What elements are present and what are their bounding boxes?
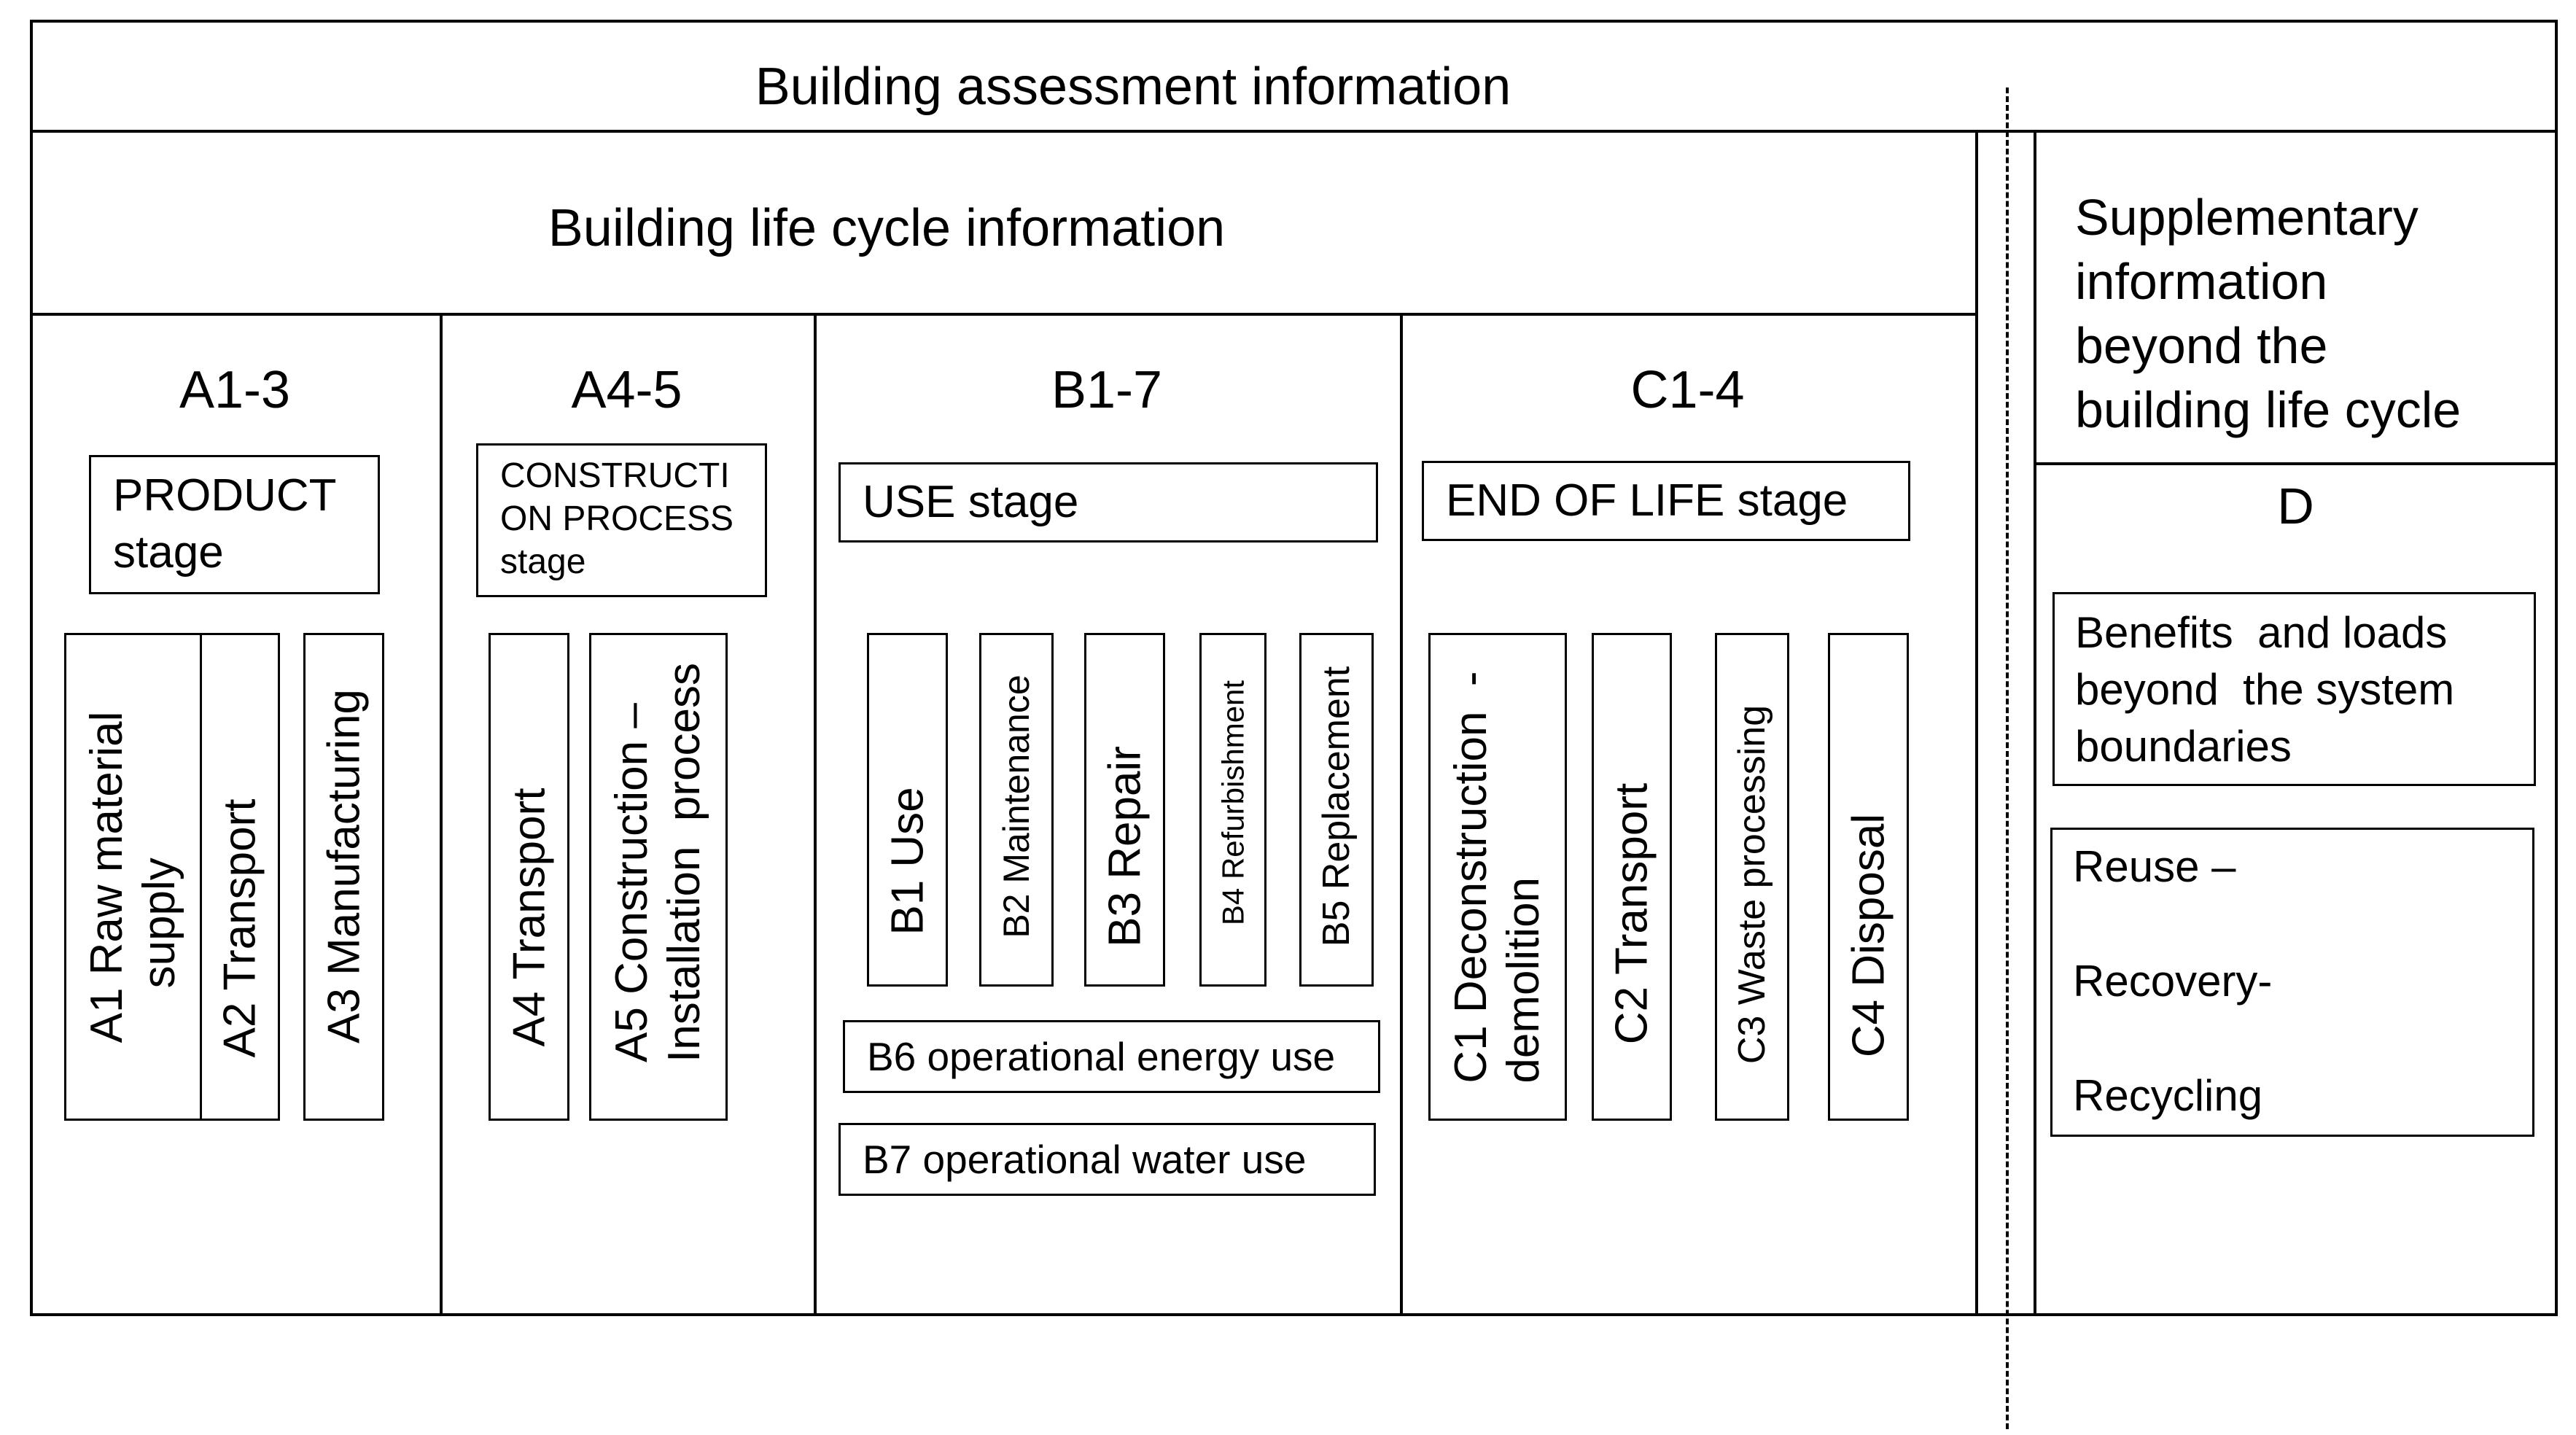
module-label-line: supply [134, 857, 184, 988]
supplementary-title: Supplementary information beyond the bui… [2075, 185, 2461, 442]
frame-top-line [30, 20, 2558, 23]
module-b2: B2 Maintenance [979, 633, 1054, 987]
benefits-line: beyond the system [2075, 665, 2455, 714]
stage-name-line: stage [113, 527, 224, 578]
supplementary-title-line: information [2075, 253, 2328, 310]
module-a4: A4 Transport [489, 633, 569, 1121]
module-c2-label: C2 Transport [1606, 782, 1657, 1044]
module-a1: A1 Raw material supply [64, 633, 203, 1121]
stage-divider-2 [814, 313, 817, 1316]
module-a1-label: A1 Raw material supply [81, 711, 186, 1043]
lifecycle-header-divider [30, 313, 1978, 316]
frame-bottom-line [30, 1313, 2558, 1316]
module-c1: C1 Deconstruction - demolition [1428, 633, 1567, 1121]
module-label-line: A1 Raw material [82, 711, 132, 1043]
module-b3-label: B3 Repair [1099, 745, 1150, 947]
module-c4: C4 Disposal [1828, 633, 1909, 1121]
lifecycle-right-border [1975, 130, 1978, 1316]
product-stage-label: PRODUCT stage [113, 467, 337, 581]
benefits-line: boundaries [2075, 722, 2292, 771]
assessment-title: Building assessment information [755, 58, 1511, 116]
module-c1-label: C1 Deconstruction - demolition [1445, 671, 1550, 1083]
benefits-loads-text: Benefits and loads beyond the system bou… [2075, 604, 2454, 775]
stage-name-line: ON PROCESS [500, 499, 734, 538]
stage-name-line: PRODUCT [113, 470, 337, 521]
supplementary-divider [2034, 462, 2558, 465]
dashed-separator [2006, 88, 2009, 1429]
module-a4-label: A4 Transport [503, 788, 554, 1046]
frame-left-line [30, 20, 33, 1316]
stage-code-a1-3: A1-3 [179, 361, 291, 419]
end-of-life-stage-label: END OF LIFE stage [1446, 475, 1848, 526]
module-label-line: A5 Construction – [607, 702, 657, 1062]
lifecycle-title: Building life cycle information [548, 199, 1226, 257]
module-c2: C2 Transport [1592, 633, 1672, 1121]
module-c4-label: C4 Disposal [1842, 813, 1894, 1057]
stage-code-b1-7: B1-7 [1051, 361, 1163, 419]
construction-stage-box: CONSTRUCTI ON PROCESS stage [476, 443, 767, 597]
stage-divider-3 [1400, 313, 1403, 1316]
module-b5: B5 Replacement [1299, 633, 1374, 987]
module-d-code: D [2277, 478, 2314, 534]
module-label-line: C1 Deconstruction - [1446, 670, 1496, 1084]
benefits-loads-box: Benefits and loads beyond the system bou… [2052, 592, 2536, 786]
stage-code-a4-5: A4-5 [571, 361, 682, 419]
module-a3-label: A3 Manufacturing [318, 688, 369, 1043]
module-b6: B6 operational energy use [843, 1020, 1380, 1093]
module-a5: A5 Construction – Installation process [589, 633, 728, 1121]
reuse-line: Reuse – [2073, 842, 2236, 891]
module-a3: A3 Manufacturing [303, 633, 384, 1121]
reuse-recovery-box: Reuse – Recovery- Recycling [2050, 828, 2534, 1137]
module-c3-label: C3 Waste processing [1730, 704, 1773, 1064]
module-b5-label: B5 Replacement [1315, 666, 1358, 946]
module-b1-label: B1 Use [882, 786, 933, 936]
supplementary-title-line: Supplementary [2075, 189, 2419, 246]
module-b1: B1 Use [867, 633, 948, 987]
module-b6-label: B6 operational energy use [867, 1034, 1336, 1079]
reuse-line: Recycling [2073, 1071, 2263, 1120]
product-stage-box: PRODUCT stage [89, 455, 380, 594]
end-of-life-stage-box: END OF LIFE stage [1422, 461, 1910, 541]
assessment-header-divider [30, 130, 2558, 133]
use-stage-label: USE stage [863, 477, 1079, 527]
construction-stage-label: CONSTRUCTI ON PROCESS stage [500, 454, 734, 583]
benefits-line: Benefits and loads [2075, 608, 2448, 657]
module-b7-label: B7 operational water use [863, 1137, 1307, 1182]
module-label-line: Installation process [659, 662, 709, 1062]
module-b4: B4 Refurbishment [1199, 633, 1266, 987]
module-a2: A2 Transport [200, 633, 280, 1121]
reuse-line: Recovery- [2073, 957, 2273, 1006]
stage-name-line: stage [500, 542, 586, 581]
module-b4-label: B4 Refurbishment [1215, 680, 1250, 925]
supplementary-left-border [2034, 130, 2036, 1316]
stage-divider-1 [440, 313, 443, 1316]
module-c3: C3 Waste processing [1715, 633, 1789, 1121]
reuse-recovery-text: Reuse – Recovery- Recycling [2073, 809, 2272, 1153]
module-a2-label: A2 Transport [214, 798, 265, 1057]
module-b2-label: B2 Maintenance [996, 674, 1037, 938]
module-a5-label: A5 Construction – Installation process [606, 663, 711, 1062]
module-label-line: demolition [1498, 876, 1549, 1084]
stage-code-c1-4: C1-4 [1630, 361, 1745, 419]
use-stage-box: USE stage [838, 462, 1378, 542]
module-b7: B7 operational water use [838, 1123, 1376, 1196]
module-b3: B3 Repair [1084, 633, 1165, 987]
stage-name-line: CONSTRUCTI [500, 456, 730, 495]
supplementary-title-line: beyond the [2075, 317, 2328, 374]
supplementary-title-line: building life cycle [2075, 381, 2462, 438]
frame-right-line [2555, 20, 2558, 1316]
